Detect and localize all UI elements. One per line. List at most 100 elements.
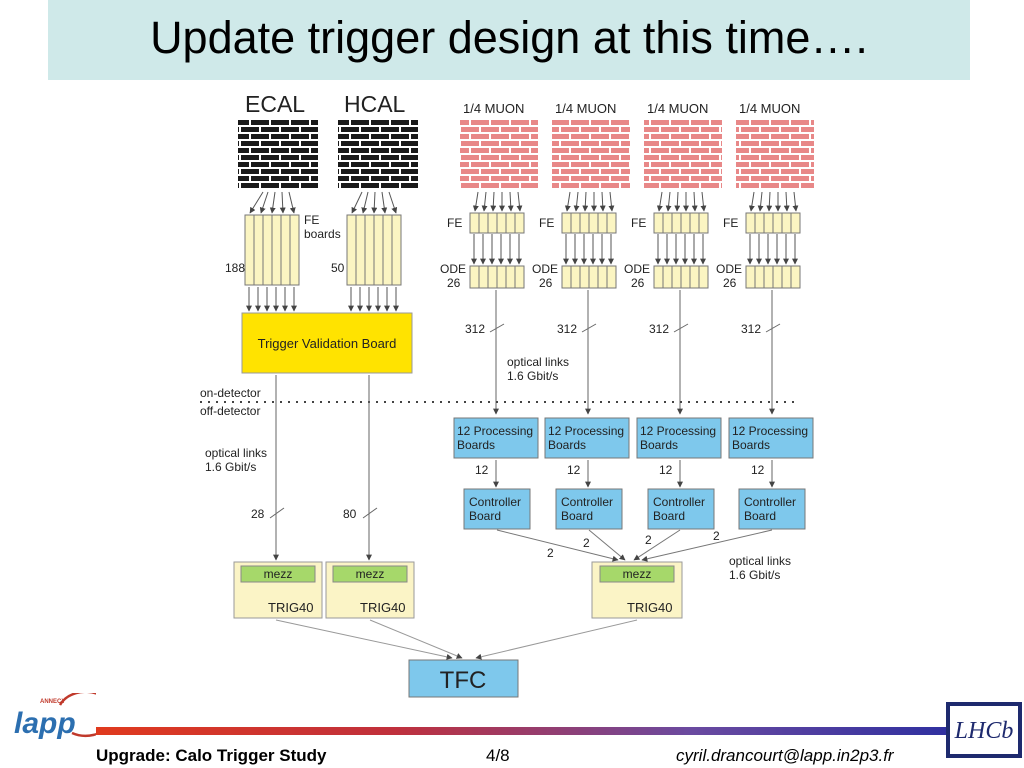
muon-brick-wall-1 <box>460 120 538 190</box>
on-detector-label: on-detector <box>200 386 261 400</box>
ecal-fe-boards <box>244 214 300 286</box>
muon-ode-count-1: 26 <box>447 276 461 290</box>
svg-text:Boards: Boards <box>457 438 495 452</box>
calo-fe-input-arrows <box>249 191 398 214</box>
svg-text:mezz: mezz <box>356 567 385 581</box>
muon-chain-2 <box>561 191 617 289</box>
ecal-count: 188 <box>225 261 245 275</box>
processing-board-4: 12 Processing Boards <box>728 417 814 459</box>
svg-text:LHCb: LHCb <box>954 718 1014 744</box>
muon-ode-label-4: ODE <box>716 262 742 276</box>
svg-text:mezz: mezz <box>264 567 293 581</box>
trigger-diagram: ECAL HCAL 1/4 MUON 1/4 MUON 1/4 MUON 1/4… <box>200 91 814 698</box>
lhcb-logo: LHCb <box>946 702 1022 758</box>
processing-board-2: 12 Processing Boards <box>544 417 630 459</box>
svg-text:TRIG40: TRIG40 <box>627 600 673 615</box>
muon-fe-label-2: FE <box>539 216 554 230</box>
hcal-label: HCAL <box>344 91 406 117</box>
processing-to-controller-arrows <box>493 460 775 488</box>
trig40-board-2: mezz TRIG40 <box>325 561 415 619</box>
hcal-brick-wall <box>338 120 418 190</box>
svg-text:TRIG40: TRIG40 <box>268 600 314 615</box>
svg-text:Boards: Boards <box>548 438 586 452</box>
calo-to-trig40-lines <box>269 375 378 561</box>
page-number: 4/8 <box>486 746 510 765</box>
trig40-board-1: mezz TRIG40 <box>233 561 323 619</box>
svg-text:Controller: Controller <box>561 495 613 509</box>
right-optical-label-2: 1.6 Gbit/s <box>729 568 780 582</box>
muon-label-4: 1/4 MUON <box>739 101 800 116</box>
muon-ode-count-3: 26 <box>631 276 645 290</box>
fe-boards-label-2: boards <box>304 227 341 241</box>
muon-fe-label-1: FE <box>447 216 462 230</box>
footer-gradient-rule <box>96 727 946 735</box>
ecal-brick-wall <box>238 120 318 190</box>
muon-ode-count-4: 26 <box>723 276 737 290</box>
svg-text:Controller: Controller <box>469 495 521 509</box>
muon-ode-label-2: ODE <box>532 262 558 276</box>
controller-board-1: Controller Board <box>463 488 531 530</box>
lapp-logo: ANNECY lapp <box>14 693 96 740</box>
ctrl-link-count-1: 2 <box>547 546 554 560</box>
muon-label-3: 1/4 MUON <box>647 101 708 116</box>
right-optical-label-1: optical links <box>729 554 791 568</box>
svg-text:12 Processing: 12 Processing <box>640 424 716 438</box>
muon-label-2: 1/4 MUON <box>555 101 616 116</box>
muon-brick-wall-3 <box>644 120 722 190</box>
svg-text:Board: Board <box>561 509 593 523</box>
svg-text:12 Processing: 12 Processing <box>457 424 533 438</box>
calo-to-tvb-arrows <box>246 287 399 312</box>
title-bar: Update trigger design at this time…. <box>48 0 970 80</box>
processing-board-3: 12 Processing Boards <box>636 417 722 459</box>
ctrl-link-count-4: 2 <box>713 529 720 543</box>
muon-ode-count-2: 26 <box>539 276 553 290</box>
tfc-box <box>408 659 519 698</box>
muon-brick-wall-2 <box>552 120 630 190</box>
muon-chain-1 <box>469 191 525 289</box>
fe-boards-label-1: FE <box>304 213 319 227</box>
calo-link-count-1: 28 <box>251 507 265 521</box>
svg-text:Board: Board <box>469 509 501 523</box>
ctrl-link-count-2: 2 <box>583 536 590 550</box>
trigger-validation-board <box>241 312 413 374</box>
muon-label-1: 1/4 MUON <box>463 101 524 116</box>
proc-count-4: 12 <box>751 463 765 477</box>
proc-count-1: 12 <box>475 463 489 477</box>
proc-count-3: 12 <box>659 463 673 477</box>
off-detector-label: off-detector <box>200 404 260 418</box>
footer-title: Upgrade: Calo Trigger Study <box>96 746 327 765</box>
processing-board-1: 12 Processing Boards <box>453 417 539 459</box>
trig40-board-3: mezz TRIG40 <box>591 561 683 619</box>
hcal-count: 50 <box>331 261 345 275</box>
muon-link-count-3: 312 <box>649 322 669 336</box>
svg-text:Boards: Boards <box>640 438 678 452</box>
muon-fe-label-3: FE <box>631 216 646 230</box>
controller-board-2: Controller Board <box>555 488 623 530</box>
ctrl-link-count-3: 2 <box>645 533 652 547</box>
svg-text:ANNECY: ANNECY <box>40 699 65 705</box>
svg-text:Boards: Boards <box>732 438 770 452</box>
muon-ode-label-3: ODE <box>624 262 650 276</box>
svg-text:TRIG40: TRIG40 <box>360 600 406 615</box>
author-email: cyril.drancourt@lapp.in2p3.fr <box>676 746 894 765</box>
muon-link-count-1: 312 <box>465 322 485 336</box>
muon-chain-3 <box>653 191 709 289</box>
svg-text:Controller: Controller <box>744 495 796 509</box>
calo-optical-label-1: optical links <box>205 446 267 460</box>
calo-optical-label-2: 1.6 Gbit/s <box>205 460 256 474</box>
muon-link-count-4: 312 <box>741 322 761 336</box>
svg-text:Board: Board <box>653 509 685 523</box>
muon-brick-wall-4 <box>736 120 814 190</box>
ecal-label: ECAL <box>245 91 305 117</box>
trig40-to-tfc-lines <box>275 619 638 660</box>
svg-text:mezz: mezz <box>623 567 652 581</box>
controller-board-3: Controller Board <box>647 488 715 530</box>
muon-link-lines <box>489 290 781 415</box>
tvb-label: Trigger Validation Board <box>258 336 397 351</box>
muon-chain-4 <box>745 191 801 289</box>
slide-title: Update trigger design at this time…. <box>150 12 868 63</box>
muon-link-count-2: 312 <box>557 322 577 336</box>
muon-optical-label-1: optical links <box>507 355 569 369</box>
svg-text:12 Processing: 12 Processing <box>732 424 808 438</box>
tfc-label: TFC <box>440 667 487 694</box>
